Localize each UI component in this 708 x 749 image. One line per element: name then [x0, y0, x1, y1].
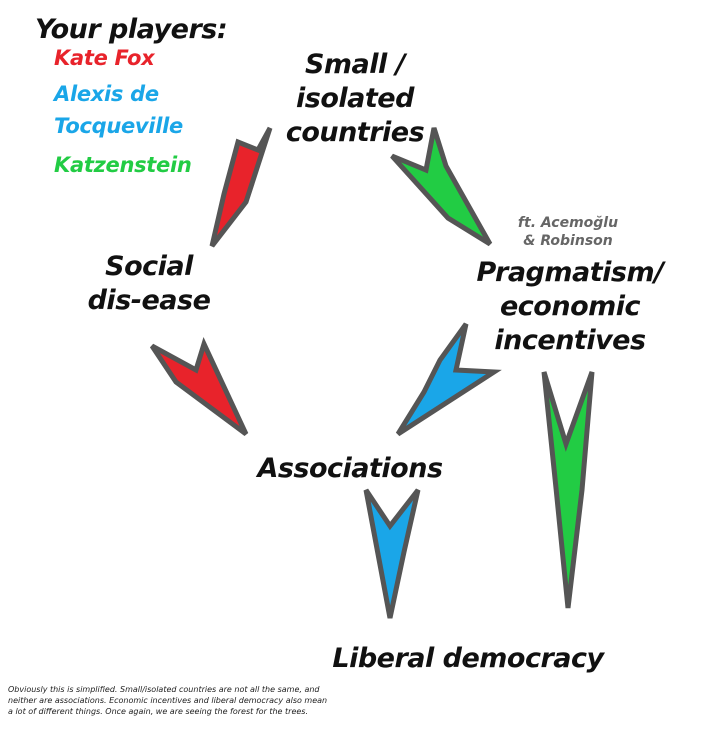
arrow-pragmatism-to-associations: [395, 322, 502, 437]
player-kate-fox: Kate Fox: [54, 46, 155, 70]
node-small-countries-line: countries: [285, 117, 425, 148]
arrow-social-to-associations: [149, 337, 249, 437]
node-associations: Associations: [252, 452, 448, 486]
node-small-countries-line: Small /: [304, 49, 406, 80]
node-small-countries-line: isolated: [296, 83, 414, 114]
footnote: Obviously this is simplified. Small/isol…: [8, 684, 368, 717]
legend-heading: Your players:: [35, 14, 228, 45]
node-pragmatism: Pragmatism/ economic incentives: [472, 256, 668, 358]
node-liberal-democracy-line: Liberal democracy: [332, 643, 604, 674]
player-tocqueville-line2: Tocqueville: [54, 114, 183, 138]
node-liberal-democracy: Liberal democracy: [330, 642, 606, 676]
footnote-line: a lot of different things. Once again, w…: [8, 707, 309, 716]
node-pragmatism-line: economic: [499, 291, 641, 322]
player-tocqueville-line1: Alexis de: [54, 82, 159, 106]
arrow-pragmatism-to-liberal: [541, 371, 595, 609]
footnote-line: Obviously this is simplified. Small/isol…: [8, 685, 320, 694]
credit-line: ft. Acemoğlu: [517, 215, 619, 231]
arrow-small-to-social: [209, 126, 273, 248]
node-pragmatism-line: incentives: [494, 325, 646, 356]
credit-acemoglu-robinson: ft. Acemoğlu & Robinson: [508, 214, 628, 250]
node-social-disease-line: dis-ease: [87, 285, 211, 316]
node-social-disease-line: Social: [105, 251, 193, 282]
node-social-disease: Social dis-ease: [84, 250, 214, 318]
node-small-countries: Small / isolated countries: [270, 48, 440, 150]
arrow-small-to-pragmatism: [390, 127, 493, 247]
arrow-associations-to-liberal: [363, 488, 421, 619]
node-pragmatism-line: Pragmatism/: [476, 257, 664, 288]
node-associations-line: Associations: [257, 453, 443, 484]
player-katzenstein: Katzenstein: [54, 153, 192, 177]
footnote-line: neither are associations. Economic incen…: [8, 696, 328, 705]
credit-line: & Robinson: [523, 233, 613, 249]
